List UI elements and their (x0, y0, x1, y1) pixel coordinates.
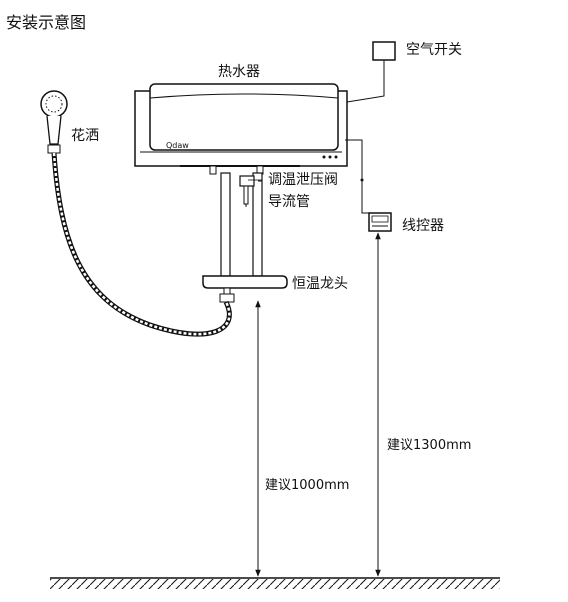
height-1000-label: 建议1000mm (265, 478, 350, 493)
shower-head (40, 90, 68, 154)
pipes (220, 172, 263, 277)
air-switch-label: 空气开关 (406, 42, 462, 58)
controller-wire (345, 139, 376, 214)
brand-logo: Qdaw (166, 141, 189, 150)
wire-controller (368, 212, 392, 232)
wire-controller-label: 线控器 (402, 218, 444, 234)
mixer-faucet (202, 275, 288, 303)
ground (50, 577, 500, 589)
shower-head-label: 花洒 (71, 128, 99, 144)
power-wire (346, 60, 385, 103)
shower-hose (51, 152, 232, 337)
diagram-title: 安装示意图 (6, 13, 87, 32)
air-switch (372, 41, 396, 61)
drain-pipe-label: 导流管 (268, 194, 310, 210)
relief-valve (239, 175, 262, 207)
height-1300-label: 建议1300mm (387, 438, 472, 453)
water-heater-label: 热水器 (218, 64, 260, 80)
mixer-faucet-label: 恒温龙头 (292, 276, 348, 292)
water-heater (134, 83, 348, 175)
relief-valve-label: 调温泄压阀 (268, 172, 338, 188)
